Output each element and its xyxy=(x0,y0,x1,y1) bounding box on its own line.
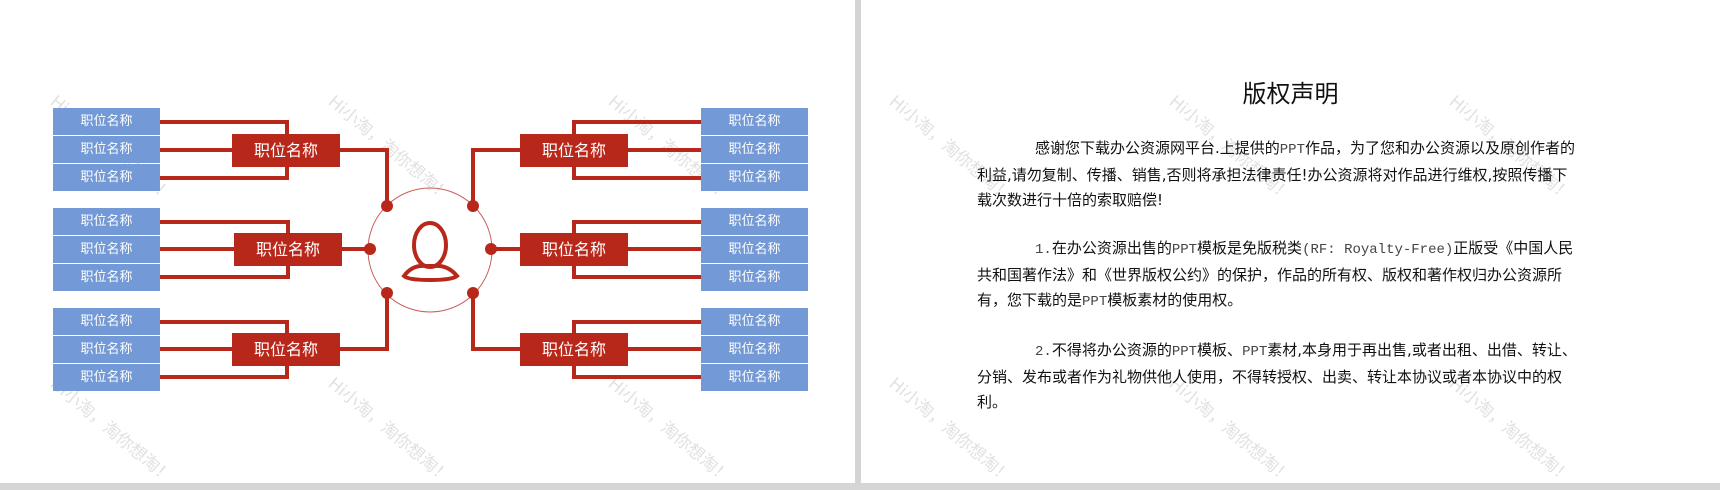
member-box: 职位名称 xyxy=(53,136,160,163)
bottom-bar xyxy=(0,483,1720,490)
org-chart-slide: Hi小淘，淘你想淘！ Hi小淘，淘你想淘！ Hi小淘，淘你想淘！ Hi小淘，淘你… xyxy=(0,0,855,483)
person-icon xyxy=(401,221,460,283)
manager-box: 职位名称 xyxy=(520,134,628,167)
member-box: 职位名称 xyxy=(701,208,808,235)
member-box: 职位名称 xyxy=(53,336,160,363)
member-box: 职位名称 xyxy=(701,164,808,191)
member-box: 职位名称 xyxy=(53,108,160,135)
clause-1-paragraph: 1.在办公资源出售的PPT模板是免版税类(RF: Royalty-Free)正版… xyxy=(977,239,1574,310)
member-box: 职位名称 xyxy=(53,308,160,335)
member-box: 职位名称 xyxy=(701,236,808,263)
member-box: 职位名称 xyxy=(53,364,160,391)
member-box: 职位名称 xyxy=(53,236,160,263)
manager-box: 职位名称 xyxy=(232,134,340,167)
member-box: 职位名称 xyxy=(53,264,160,291)
manager-box: 职位名称 xyxy=(520,333,628,366)
manager-box: 职位名称 xyxy=(232,333,340,366)
clause-2-paragraph: 2.不得将办公资源的PPT模板、PPT素材,本身用于再出售,或者出租、出借、转让… xyxy=(977,341,1577,411)
connector-lines xyxy=(160,120,701,379)
slide-divider xyxy=(855,0,861,490)
member-box: 职位名称 xyxy=(701,308,808,335)
member-box: 职位名称 xyxy=(701,336,808,363)
intro-paragraph: 感谢您下载办公资源网平台.上提供的PPT作品，为了您和办公资源以及原创作者的利益… xyxy=(977,139,1576,209)
manager-box: 职位名称 xyxy=(520,233,628,266)
member-box: 职位名称 xyxy=(701,108,808,135)
member-box: 职位名称 xyxy=(53,164,160,191)
member-box: 职位名称 xyxy=(701,136,808,163)
copyright-slide: Hi小淘，淘你想淘！ Hi小淘，淘你想淘！ Hi小淘，淘你想淘！ Hi小淘，淘你… xyxy=(861,0,1720,483)
manager-box: 职位名称 xyxy=(234,233,342,266)
member-box: 职位名称 xyxy=(53,208,160,235)
page-title: 版权声明 xyxy=(1242,80,1339,108)
member-box: 职位名称 xyxy=(701,264,808,291)
member-box: 职位名称 xyxy=(701,364,808,391)
